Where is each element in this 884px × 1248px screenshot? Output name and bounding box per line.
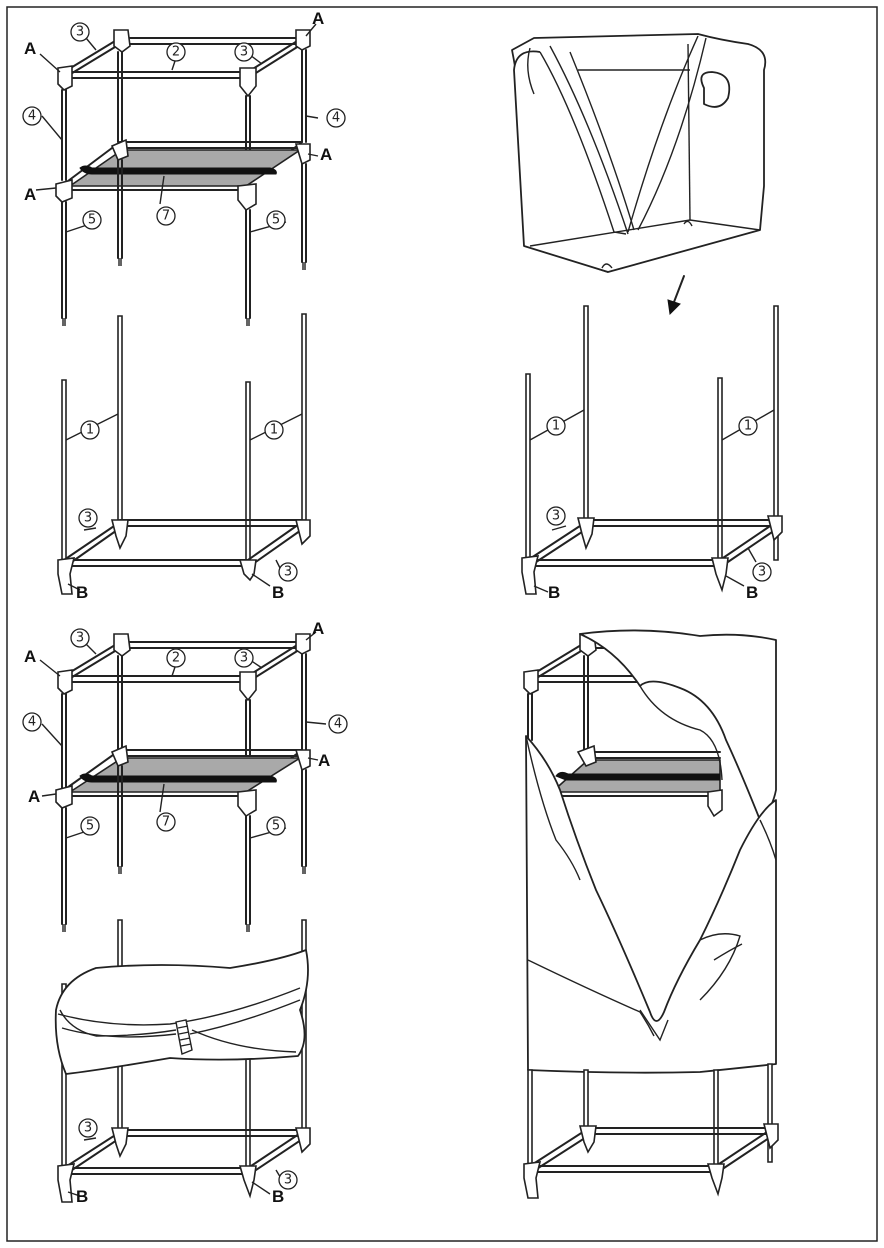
svg-text:3: 3	[758, 565, 766, 580]
connector-label-a: A	[28, 787, 40, 806]
callout-1: 1	[738, 416, 758, 436]
svg-text:7: 7	[162, 209, 170, 224]
svg-text:1: 1	[552, 419, 560, 434]
callout-7: 7	[156, 812, 176, 832]
callout-3: 3	[78, 508, 98, 528]
step-base-frame-left	[57, 313, 311, 595]
callout-4: 4	[22, 712, 42, 732]
svg-text:5: 5	[88, 213, 96, 228]
callout-3: 3	[70, 22, 90, 42]
svg-text:1: 1	[270, 423, 278, 438]
step6-labels: 3 3 B B	[76, 1118, 298, 1206]
callout-3: 3	[278, 562, 298, 582]
connector-label-a: A	[24, 647, 36, 666]
svg-text:3: 3	[284, 565, 292, 580]
callout-2: 2	[166, 648, 186, 668]
callout-3: 3	[278, 1170, 298, 1190]
svg-text:2: 2	[172, 651, 180, 666]
svg-text:7: 7	[162, 815, 170, 830]
svg-text:4: 4	[28, 715, 36, 730]
connector-label-b: B	[272, 1187, 284, 1206]
svg-text:3: 3	[84, 1121, 92, 1136]
callout-4: 4	[22, 106, 42, 126]
connector-label-b: B	[746, 583, 758, 602]
callout-4: 4	[328, 714, 348, 734]
connector-label-b: B	[76, 583, 88, 602]
svg-text:3: 3	[552, 509, 560, 524]
step-folded-cover	[511, 33, 767, 273]
step-base-frame-right	[521, 305, 783, 595]
connector-label-a: A	[318, 751, 330, 770]
svg-text:3: 3	[240, 45, 248, 60]
svg-text:5: 5	[86, 819, 94, 834]
callout-3: 3	[752, 562, 772, 582]
connector-label-a: A	[320, 145, 332, 164]
svg-text:1: 1	[86, 423, 94, 438]
step4-labels: 1 1 3 3 B B	[546, 416, 772, 602]
callout-3: 3	[70, 628, 90, 648]
svg-text:4: 4	[334, 717, 342, 732]
step-upper-frame-left-2	[39, 631, 327, 932]
callout-1: 1	[80, 420, 100, 440]
svg-text:5: 5	[272, 213, 280, 228]
callout-3: 3	[234, 648, 254, 668]
callout-3: 3	[234, 42, 254, 62]
connector-label-b: B	[548, 583, 560, 602]
callout-1: 1	[264, 420, 284, 440]
callout-7: 7	[156, 206, 176, 226]
callout-5: 5	[82, 210, 102, 230]
callout-1: 1	[546, 416, 566, 436]
callout-3: 3	[78, 1118, 98, 1138]
callout-4: 4	[326, 108, 346, 128]
svg-text:1: 1	[744, 419, 752, 434]
connector-label-b: B	[76, 1187, 88, 1206]
callout-2: 2	[166, 42, 186, 62]
step-cover-lower-frame	[54, 919, 311, 1203]
connector-label-a: A	[24, 39, 36, 58]
down-arrow-icon	[667, 275, 685, 316]
step-cover-full-frame	[523, 629, 779, 1199]
step5-labels: 3 2 3 4 4 5 7 5 A A A A	[22, 619, 348, 836]
callout-5: 5	[80, 816, 100, 836]
connector-label-a: A	[312, 9, 324, 28]
svg-text:3: 3	[76, 25, 84, 40]
callout-5: 5	[266, 816, 286, 836]
svg-text:3: 3	[284, 1173, 292, 1188]
connector-label-b: B	[272, 583, 284, 602]
svg-text:4: 4	[28, 109, 36, 124]
callout-5: 5	[266, 210, 286, 230]
svg-text:3: 3	[76, 631, 84, 646]
step1-labels: 3 2 3 4 4 5 7 5 A A A A	[22, 9, 346, 230]
svg-text:4: 4	[332, 111, 340, 126]
svg-text:2: 2	[172, 45, 180, 60]
callout-3: 3	[546, 506, 566, 526]
svg-text:5: 5	[272, 819, 280, 834]
step2-labels: 1 1 3 3 B B	[76, 420, 298, 602]
svg-text:3: 3	[84, 511, 92, 526]
connector-label-a: A	[24, 185, 36, 204]
svg-text:3: 3	[240, 651, 248, 666]
connector-label-a: A	[312, 619, 324, 638]
step-upper-frame-left	[35, 23, 319, 326]
page-border	[6, 6, 878, 1242]
